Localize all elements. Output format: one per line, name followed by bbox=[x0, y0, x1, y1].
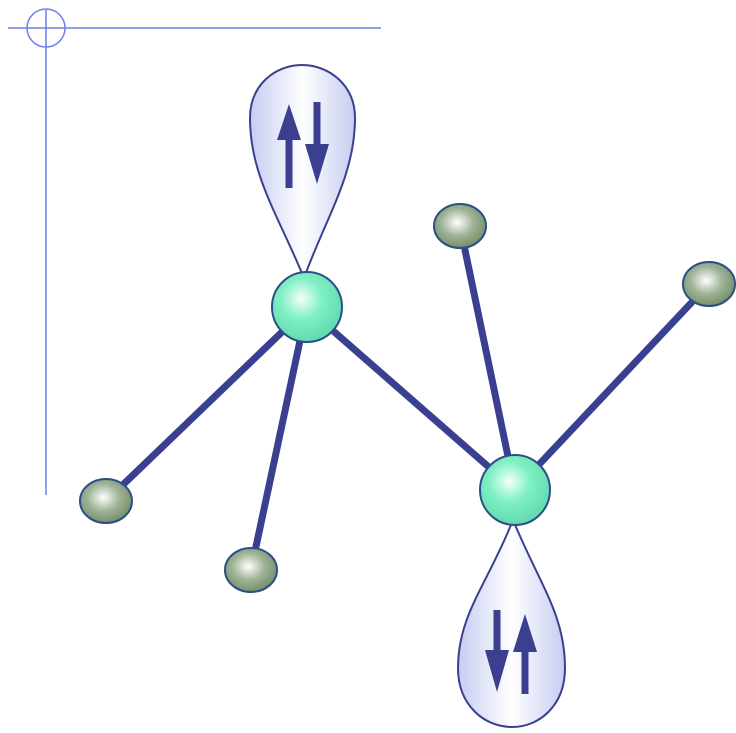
lone-pair-lobe-top bbox=[248, 63, 357, 281]
central-atom-right bbox=[479, 454, 551, 526]
bond-left-center-to-bottom-atom bbox=[247, 304, 311, 574]
substituent-atom-right bbox=[682, 261, 736, 307]
substituent-atom-bottom bbox=[224, 547, 278, 593]
guide-circle bbox=[26, 8, 66, 48]
bond-right-center-to-right-atom bbox=[511, 280, 713, 494]
crosshair-corner-icon bbox=[8, 8, 381, 495]
substituent-atom-lower-left bbox=[79, 478, 133, 524]
bond-left-center-to-lower-left-atom bbox=[102, 304, 311, 505]
substituent-atom-top bbox=[433, 203, 487, 249]
bond-right-center-to-top-atom bbox=[456, 222, 519, 494]
lobe-shape bbox=[456, 517, 567, 729]
spin-up-down-arrows-icon bbox=[277, 102, 329, 188]
lobe-shape bbox=[248, 63, 357, 281]
spin-down-up-arrows-icon bbox=[485, 610, 537, 694]
central-atom-left bbox=[271, 271, 343, 343]
bonds bbox=[102, 222, 713, 574]
atoms bbox=[79, 203, 736, 593]
lone-pair-lobe-bottom bbox=[456, 517, 567, 729]
bond-between-central-atoms bbox=[303, 304, 519, 494]
